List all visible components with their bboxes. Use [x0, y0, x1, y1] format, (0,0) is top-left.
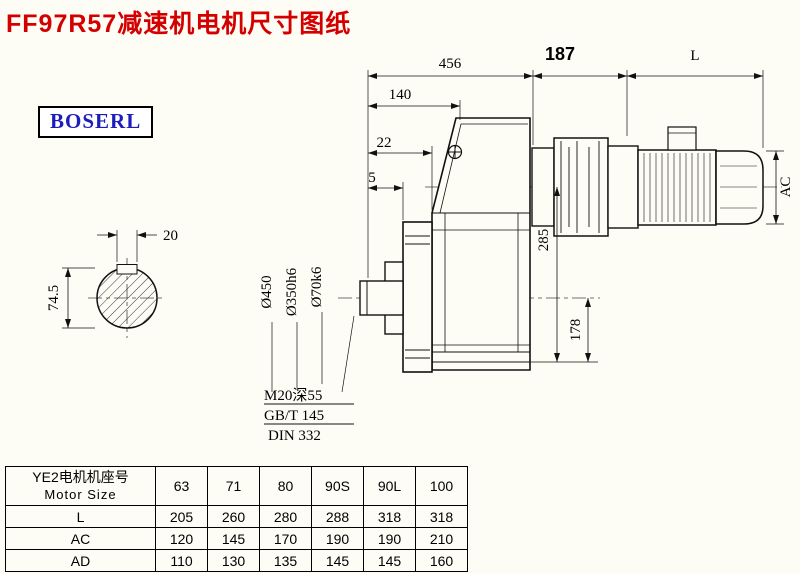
dim-20-label: 20	[163, 228, 178, 244]
dim-74-5-label: 74.5	[46, 285, 62, 311]
motor-fins	[643, 153, 711, 222]
header-size-cn: YE2电机机座号	[32, 469, 129, 485]
technical-drawing: 456 187 L 140 22 5 285 178 AC Ø450 Ø350h…	[46, 44, 794, 444]
value-cell: 210	[415, 527, 468, 550]
dim-178-label: 178	[568, 319, 584, 342]
dim-L-label: L	[690, 48, 699, 64]
value-cell: 170	[259, 527, 312, 550]
header-size-cell: YE2电机机座号 Motor Size	[5, 466, 156, 506]
table-header-row: YE2电机机座号 Motor Size 63 71 80 90S 90L 100	[5, 466, 468, 506]
header-col: 90L	[363, 466, 416, 506]
row-label-cell: AD	[5, 549, 156, 572]
gearbox-housing	[359, 117, 531, 373]
oil-plug-icon	[447, 144, 463, 160]
value-cell: 190	[311, 527, 364, 550]
value-cell: 318	[415, 505, 468, 528]
value-cell: 145	[311, 549, 364, 572]
value-cell: 280	[259, 505, 312, 528]
value-cell: 288	[311, 505, 364, 528]
value-cell: 205	[155, 505, 208, 528]
value-cell: 130	[207, 549, 260, 572]
dim-187-label: 187	[545, 44, 575, 64]
dim-dia70-label: Ø70k6	[309, 266, 325, 307]
header-col: 100	[415, 466, 468, 506]
dim-dia450-label: Ø450	[259, 275, 275, 308]
header-col: 71	[207, 466, 260, 506]
note-din: DIN 332	[268, 428, 321, 444]
dim-22-label: 22	[377, 135, 392, 151]
header-size-en: Motor Size	[44, 487, 117, 502]
value-cell: 120	[155, 527, 208, 550]
dimension-labels: 456 187 L 140 22 5 285 178 AC Ø450 Ø350h…	[46, 44, 794, 444]
dim-AC-label: AC	[778, 177, 794, 198]
terminal-box	[667, 126, 697, 151]
dimension-lines	[62, 70, 784, 425]
dim-285-label: 285	[536, 229, 552, 252]
dim-140-label: 140	[389, 87, 412, 103]
note-gb: GB/T 145	[264, 408, 324, 424]
motor-size-table: YE2电机机座号 Motor Size 63 71 80 90S 90L 100…	[5, 466, 468, 572]
dim-5-label: 5	[368, 170, 376, 186]
note-thread: M20深55	[264, 387, 322, 404]
value-cell: 318	[363, 505, 416, 528]
brand-logo: BOSERL	[38, 106, 154, 138]
table-row-AC: AC 120 145 170 190 190 210	[5, 527, 468, 550]
header-col: 63	[155, 466, 208, 506]
dim-dia350-label: Ø350h6	[284, 267, 300, 316]
row-label-cell: AC	[5, 527, 156, 550]
value-cell: 260	[207, 505, 260, 528]
value-cell: 160	[415, 549, 468, 572]
table-row-L: L 205 260 280 288 318 318	[5, 505, 468, 528]
value-cell: 135	[259, 549, 312, 572]
header-col: 80	[259, 466, 312, 506]
value-cell: 145	[207, 527, 260, 550]
value-cell: 110	[155, 549, 208, 572]
page-title: FF97R57减速机电机尺寸图纸	[6, 10, 352, 38]
value-cell: 190	[363, 527, 416, 550]
row-label-cell: L	[5, 505, 156, 528]
value-cell: 145	[363, 549, 416, 572]
motor	[531, 126, 764, 237]
shaft-end-view	[96, 264, 158, 329]
header-col: 90S	[311, 466, 364, 506]
fan-cover	[715, 150, 764, 225]
dim-456-label: 456	[439, 56, 462, 72]
table-row-AD: AD 110 130 135 145 145 160	[5, 549, 468, 572]
